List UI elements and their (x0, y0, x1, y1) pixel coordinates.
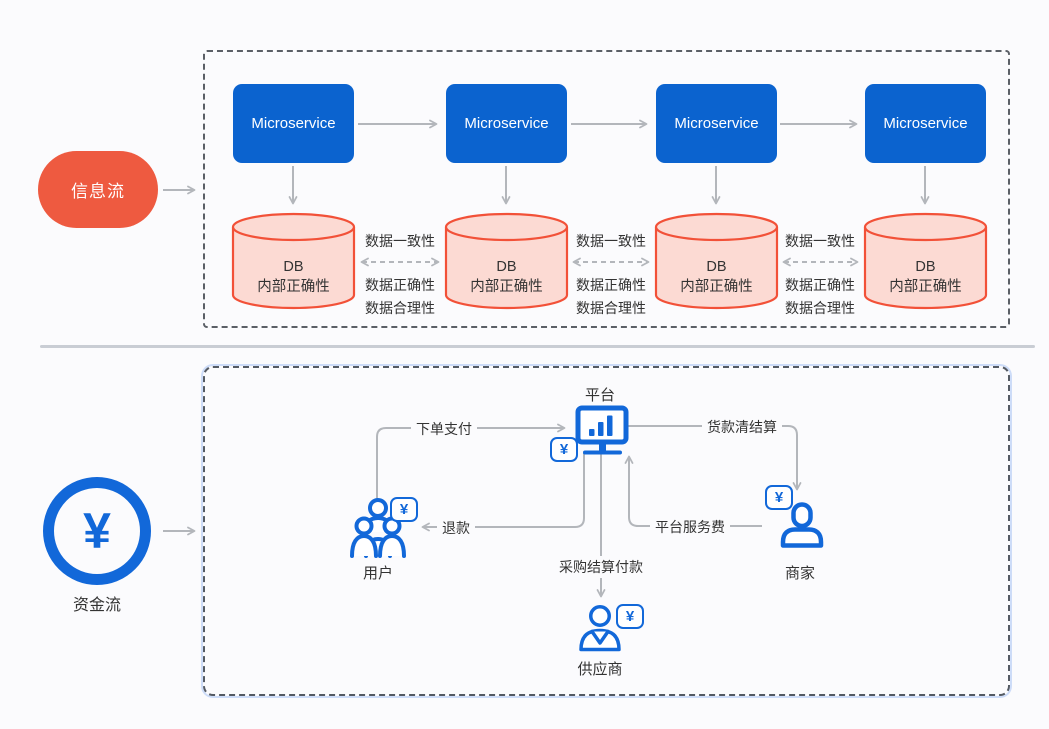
edge-label-purchase-pay: 采购结算付款 (554, 556, 648, 578)
db-name: DB (496, 259, 517, 275)
edge-label-refund: 退款 (437, 517, 475, 539)
platform-monitor-icon (575, 405, 629, 455)
gap-label-rationality-3: 数据合理性 (785, 300, 855, 316)
connector-refund (421, 453, 585, 532)
edge-label-goods-settlement: 货款清结算 (702, 416, 782, 438)
db-subtitle: 内部正确性 (680, 279, 753, 295)
microservice-box-1: Microservice (233, 84, 354, 163)
db-cylinder-2 (444, 212, 569, 310)
microservice-label: Microservice (251, 115, 336, 132)
user-label: 用户 (362, 565, 394, 582)
gap-label-consistency-3: 数据一致性 (785, 233, 855, 249)
yuan-symbol: ¥ (559, 441, 569, 458)
gap-label-consistency-1: 数据一致性 (365, 233, 435, 249)
db-subtitle: 内部正确性 (470, 279, 543, 295)
db-cylinder-3 (654, 212, 779, 310)
merchant-label: 商家 (784, 565, 816, 582)
microservice-box-2: Microservice (446, 84, 567, 163)
gap-label-correctness-3: 数据正确性 (785, 277, 855, 293)
connector-order-pay (376, 423, 566, 498)
section-divider (40, 345, 1035, 348)
db-name: DB (915, 259, 936, 275)
yuan-badge-platform: ¥ (550, 437, 578, 462)
db-cylinders (231, 212, 988, 310)
fund-source-icon: ¥ (43, 477, 151, 585)
db-label-1: DB 内部正确性 (233, 257, 354, 297)
info-source-label: 信息流 (71, 182, 125, 201)
supplier-icon (579, 605, 621, 652)
yuan-symbol: ¥ (774, 489, 784, 506)
info-source-pill: 信息流 (38, 151, 158, 228)
gap-label-rationality-1: 数据合理性 (365, 300, 435, 316)
yuan-icon: ¥ (83, 503, 111, 559)
edge-label-order-pay: 下单支付 (411, 418, 477, 440)
gap-label-correctness-1: 数据正确性 (365, 277, 435, 293)
microservice-label: Microservice (464, 115, 549, 132)
connector-goods-settlement (628, 425, 802, 491)
yuan-badge-merchant: ¥ (765, 485, 793, 510)
yuan-symbol: ¥ (399, 501, 409, 518)
yuan-badge-supplier: ¥ (616, 604, 644, 629)
fund-flow-section (203, 366, 1010, 696)
db-name: DB (283, 259, 304, 275)
edge-label-service-fee: 平台服务费 (650, 516, 730, 538)
yuan-badge-user: ¥ (390, 497, 418, 522)
db-label-2: DB 内部正确性 (446, 257, 567, 297)
info-flow-section (203, 50, 1010, 328)
db-cylinder-1 (231, 212, 356, 310)
db-subtitle: 内部正确性 (257, 279, 330, 295)
db-label-4: DB 内部正确性 (865, 257, 986, 297)
gap-label-correctness-2: 数据正确性 (576, 277, 646, 293)
db-cylinder-4 (863, 212, 988, 310)
merchant-icon (780, 502, 824, 548)
gap-label-rationality-2: 数据合理性 (576, 300, 646, 316)
db-label-3: DB 内部正确性 (656, 257, 777, 297)
db-name: DB (706, 259, 727, 275)
microservice-box-3: Microservice (656, 84, 777, 163)
microservice-box-4: Microservice (865, 84, 986, 163)
microservice-label: Microservice (883, 115, 968, 132)
info-flow-connectors (163, 119, 930, 267)
yuan-symbol: ¥ (625, 608, 635, 625)
microservice-label: Microservice (674, 115, 759, 132)
fund-source-label: 资金流 (72, 597, 122, 614)
user-group-icon (350, 498, 406, 558)
supplier-label: 供应商 (577, 661, 623, 678)
connector-service-fee (624, 455, 762, 527)
platform-label: 平台 (584, 387, 616, 404)
gap-label-consistency-2: 数据一致性 (576, 233, 646, 249)
db-subtitle: 内部正确性 (889, 279, 962, 295)
